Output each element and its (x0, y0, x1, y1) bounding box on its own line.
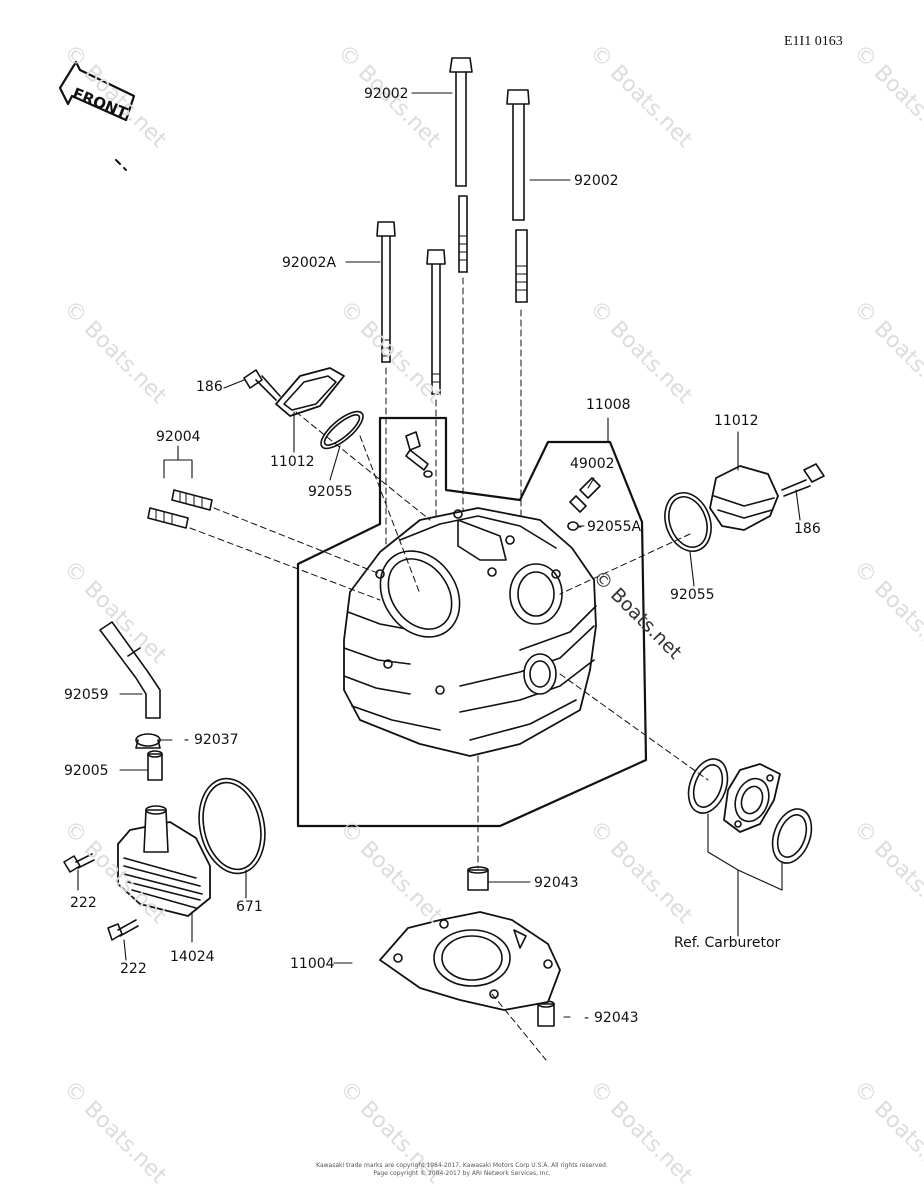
label-11004: 11004 (290, 956, 335, 972)
head-bolt-long-1 (449, 57, 473, 273)
label-186-left: 186 (196, 379, 223, 395)
label-92002-top: 92002 (364, 86, 409, 102)
right-bolt-186 (781, 463, 825, 497)
head-bolt-long-2 (506, 89, 530, 303)
head-cover-14024 (117, 805, 211, 917)
head-bolt-b (426, 249, 446, 395)
label-92055a: 92055A (587, 519, 642, 535)
carburetor-insulator (687, 758, 813, 864)
head-gasket-11004 (379, 911, 561, 1011)
front-arrow-icon (58, 60, 136, 122)
right-oring-92055 (664, 492, 712, 552)
label-671: 671 (236, 899, 263, 915)
label-92005: 92005 (64, 763, 109, 779)
copyright-line-1: Kawasaki trade marks are copyright 1984-… (316, 1162, 608, 1169)
label-ref-carburetor: Ref. Carburetor (674, 935, 781, 951)
stud-92004 (147, 489, 213, 529)
copyright-line-2: Page copyright © 2004-2017 by ARI Networ… (373, 1170, 551, 1177)
label-92055-right: 92055 (670, 587, 715, 603)
label-92043-a: 92043 (534, 875, 579, 891)
nipple-92005 (147, 750, 163, 781)
right-cover-11012 (709, 465, 779, 531)
dash: - (577, 519, 583, 535)
head-assembly-outline (296, 416, 648, 828)
cylinder-head (343, 507, 597, 757)
cover-oring-671 (198, 777, 266, 875)
breather-fitting-49002 (567, 477, 601, 531)
label-92037: 92037 (194, 732, 239, 748)
dowel-92043-1 (467, 866, 489, 891)
screw-222-1 (63, 853, 95, 873)
head-bolt-a (376, 221, 396, 363)
label-92002-right: 92002 (574, 173, 619, 189)
temp-sensor (405, 431, 433, 478)
label-92002a: 92002A (282, 255, 337, 271)
diagram-code: E1I1 0163 (784, 34, 843, 49)
dash: - (184, 732, 190, 748)
label-222-a: 222 (70, 895, 97, 911)
hose-clamp-92037 (135, 733, 161, 749)
label-11012-left: 11012 (270, 454, 315, 470)
left-bolt-186 (243, 369, 281, 401)
label-92043-b: 92043 (594, 1010, 639, 1026)
label-11012-right: 11012 (714, 413, 759, 429)
label-92004: 92004 (156, 429, 201, 445)
small-marks (115, 159, 127, 171)
breather-hose-92059 (99, 621, 161, 719)
label-11008: 11008 (586, 397, 631, 413)
left-cover-11012 (275, 367, 345, 417)
label-186-right: 186 (794, 521, 821, 537)
dowel-92043-2 (537, 1000, 555, 1027)
label-92059: 92059 (64, 687, 109, 703)
screw-222-2 (107, 919, 139, 941)
label-14024: 14024 (170, 949, 215, 965)
label-92055-left: 92055 (308, 484, 353, 500)
label-49002: 49002 (570, 456, 615, 472)
dash: - (584, 1010, 590, 1026)
left-oring-92055 (320, 410, 364, 450)
label-222-b: 222 (120, 961, 147, 977)
